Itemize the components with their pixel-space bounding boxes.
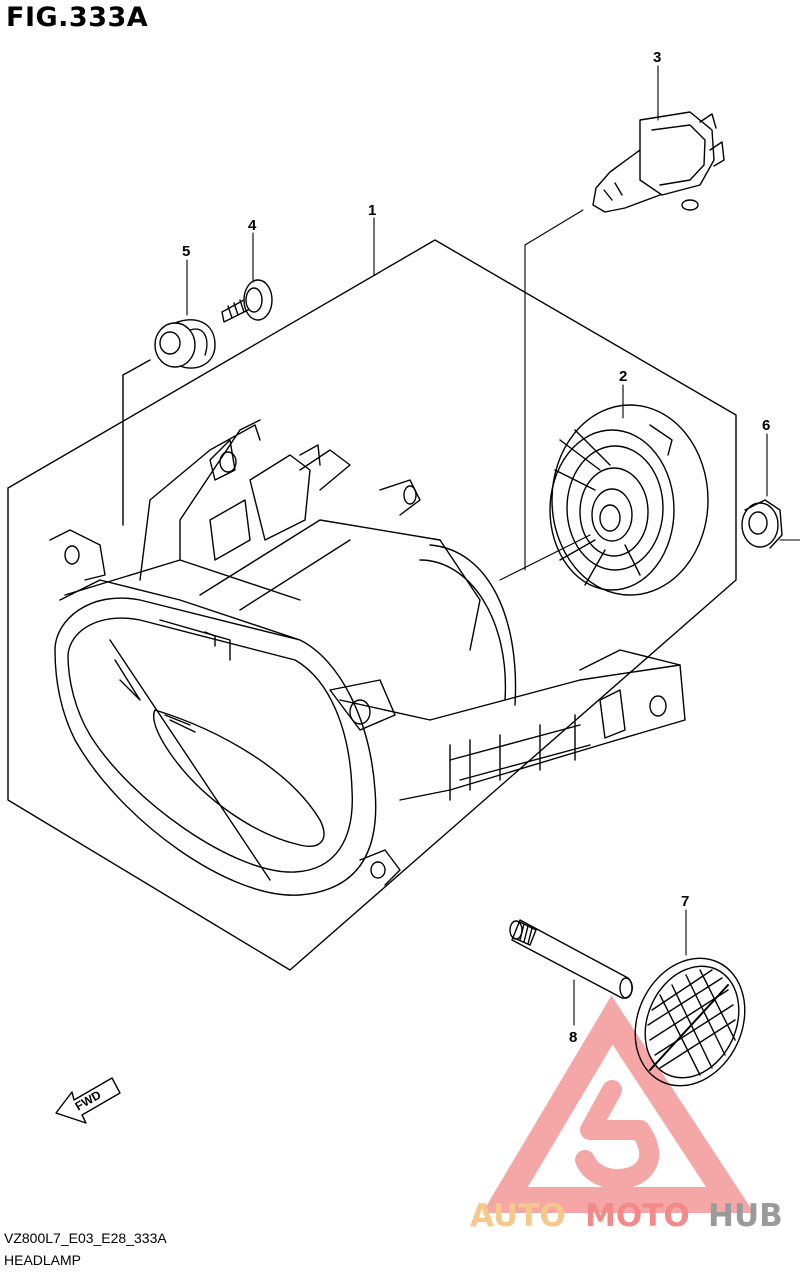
reflector-part bbox=[634, 957, 746, 1087]
screw-part bbox=[221, 279, 273, 323]
watermark-logo bbox=[482, 995, 755, 1213]
callout-1: 1 bbox=[368, 202, 376, 219]
figure-name: HEADLAMP bbox=[4, 1252, 82, 1268]
callout-numbers: 1 2 3 4 5 6 7 8 bbox=[182, 49, 770, 1046]
fwd-arrow: FWD bbox=[55, 1077, 121, 1124]
assembly-outline bbox=[7, 239, 737, 971]
callout-4: 4 bbox=[248, 217, 257, 234]
callout-2: 2 bbox=[619, 368, 627, 385]
watermark-auto: AUTO bbox=[470, 1198, 566, 1234]
figure-code: VZ800L7_E03_E28_333A bbox=[4, 1230, 167, 1246]
socket-cover-part bbox=[549, 404, 709, 596]
grommet-part bbox=[154, 319, 216, 369]
figure-title: FIG.333A bbox=[6, 2, 149, 33]
callout-8: 8 bbox=[569, 1029, 577, 1046]
bulb-part bbox=[592, 111, 725, 213]
headlamp-unit-part bbox=[49, 419, 686, 896]
watermark-moto: MOTO bbox=[585, 1198, 690, 1234]
callout-6: 6 bbox=[762, 417, 770, 434]
cushion-part bbox=[741, 499, 783, 549]
callout-7: 7 bbox=[681, 893, 689, 910]
callout-3: 3 bbox=[653, 49, 661, 66]
shaft-part bbox=[509, 919, 633, 999]
watermark-text: AUTO MOTO HUB bbox=[470, 1198, 783, 1234]
watermark-hub: HUB bbox=[708, 1198, 783, 1234]
callout-5: 5 bbox=[182, 243, 190, 260]
